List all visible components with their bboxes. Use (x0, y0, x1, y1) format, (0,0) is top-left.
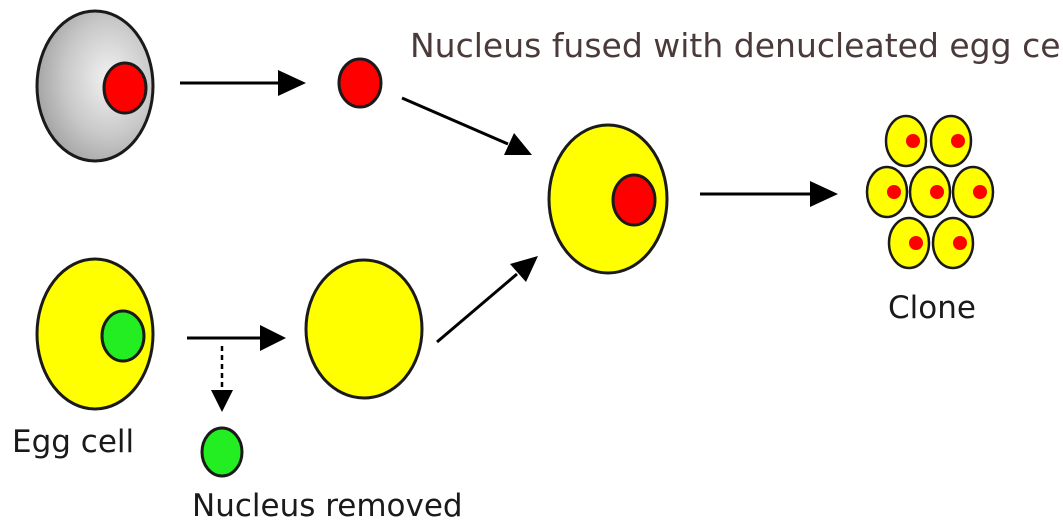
fused-nucleus (613, 175, 655, 225)
extracted-nucleus (339, 59, 381, 107)
egg-nucleus (102, 311, 144, 361)
donor-nucleus (104, 63, 146, 113)
denucleated-egg-cell (306, 260, 422, 398)
donor-cell (37, 11, 153, 161)
egg-cell-label: Egg cell (12, 424, 134, 460)
clone-cell (867, 167, 907, 217)
clone-cluster (867, 116, 993, 268)
arrow-egg-to-fused (437, 256, 538, 342)
clone-cell (931, 116, 971, 166)
clone-cell (889, 218, 929, 268)
arrow-nucleus-to-fused (402, 98, 532, 155)
clone-cell (886, 116, 926, 166)
egg-cell (37, 259, 153, 409)
arrow-nucleus-removed (211, 346, 233, 412)
clone-cell (910, 167, 950, 217)
arrow-extract-nucleus (180, 70, 306, 96)
clone-cell (933, 218, 973, 268)
arrow-denucleate (187, 325, 286, 351)
arrow-to-clone (700, 181, 838, 207)
clone-label: Clone (888, 290, 976, 326)
fused-label: Nucleus fused with denucleated egg cell (410, 26, 1063, 65)
fused-cell (549, 125, 667, 273)
nucleus-removed-label: Nucleus removed (192, 488, 463, 524)
clone-cell (953, 167, 993, 217)
removed-nucleus (202, 428, 242, 476)
